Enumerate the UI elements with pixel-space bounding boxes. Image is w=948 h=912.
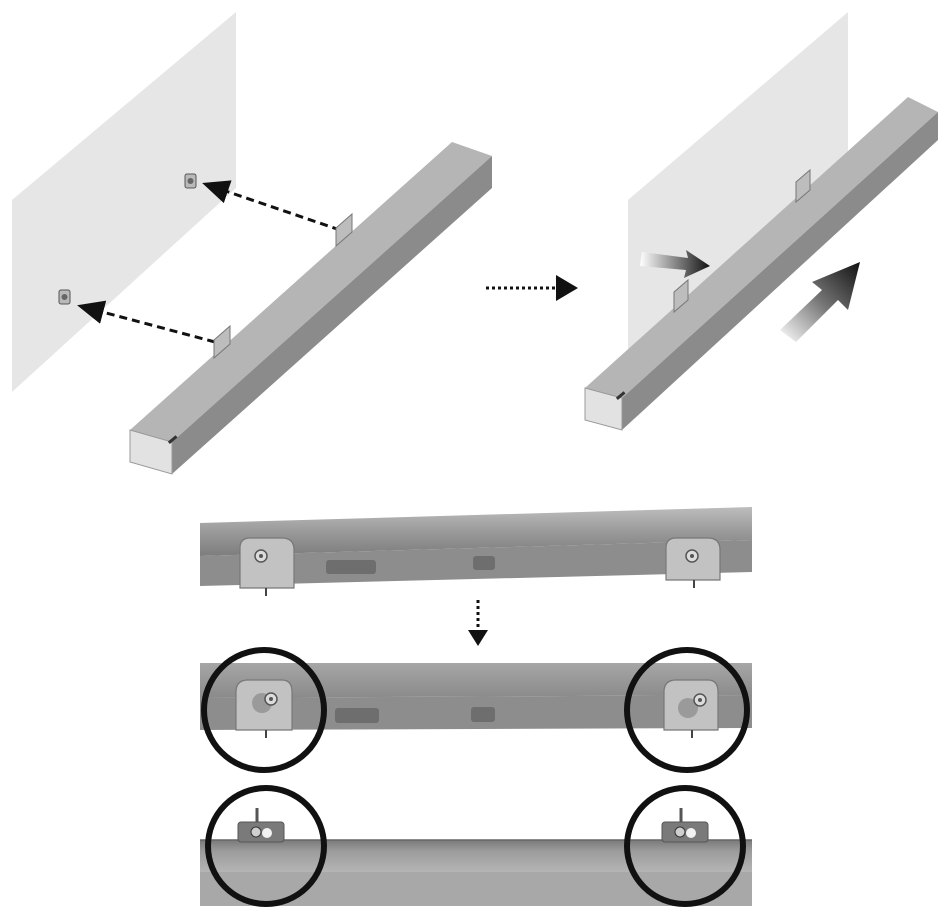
highlight-circle-icon bbox=[201, 647, 327, 773]
wall-panel bbox=[12, 12, 236, 392]
dashed-arrow-icon bbox=[77, 300, 216, 344]
step-4-bar-locked bbox=[200, 647, 752, 773]
down-arrow-icon bbox=[468, 600, 488, 646]
bracket bbox=[665, 537, 721, 588]
step-1-attach-bar bbox=[12, 12, 492, 475]
next-step-arrow bbox=[486, 275, 578, 301]
highlight-circle-icon bbox=[205, 785, 327, 907]
bracket bbox=[213, 324, 231, 360]
bracket bbox=[661, 808, 709, 843]
soundbar bbox=[584, 97, 938, 431]
step-5-bar-top-view bbox=[200, 785, 752, 907]
step-2-slide-bar bbox=[584, 12, 938, 431]
bracket bbox=[335, 212, 353, 248]
bracket bbox=[673, 278, 689, 314]
highlight-circle-icon bbox=[624, 785, 746, 907]
step-3-bar-back-view bbox=[200, 507, 752, 596]
highlight-circle-icon bbox=[624, 647, 750, 773]
bracket bbox=[237, 808, 285, 843]
bracket bbox=[235, 679, 293, 738]
soundbar bbox=[129, 142, 492, 475]
bracket bbox=[239, 537, 295, 596]
bracket bbox=[795, 168, 811, 204]
bracket bbox=[663, 679, 719, 738]
dashed-arrow-icon bbox=[202, 180, 341, 232]
push-arrow-icon bbox=[780, 262, 860, 342]
screw-icon bbox=[184, 173, 197, 189]
screw-icon bbox=[58, 289, 71, 305]
push-arrow-icon bbox=[640, 250, 710, 278]
